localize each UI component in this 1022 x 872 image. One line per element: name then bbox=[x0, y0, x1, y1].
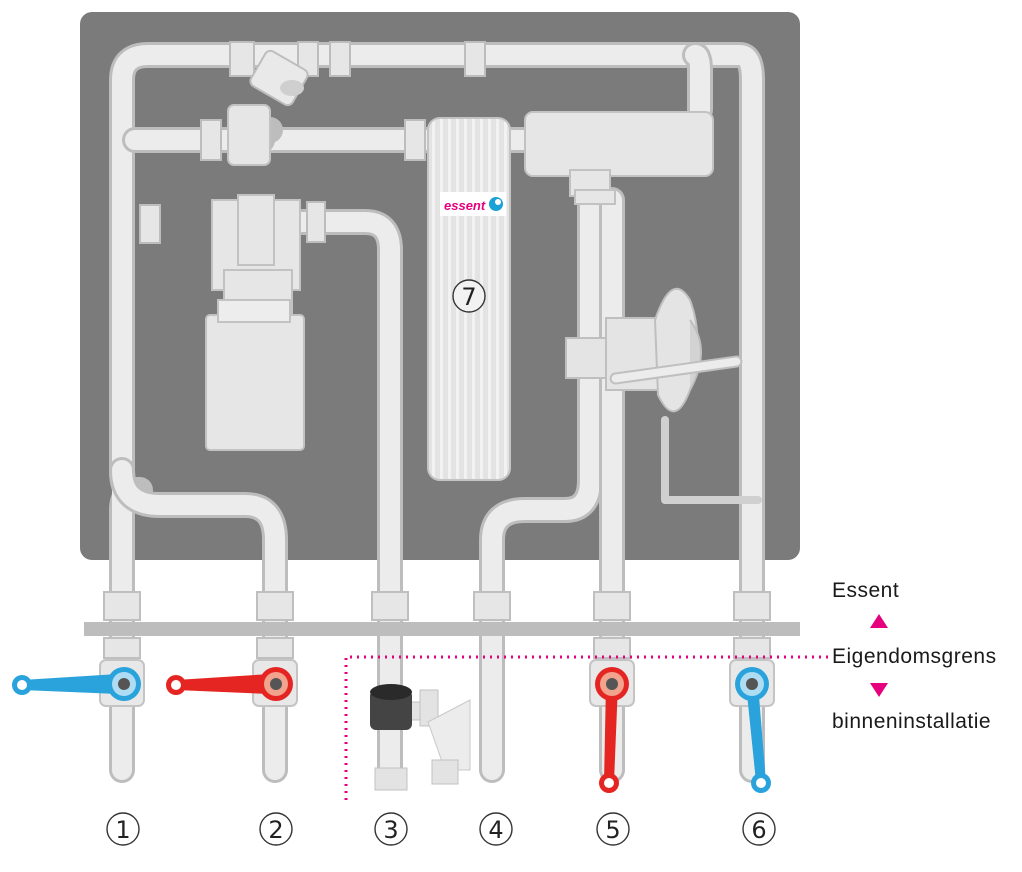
valve-1-handle bbox=[12, 667, 141, 701]
callout-5 bbox=[596, 812, 630, 846]
connection-callouts: 1 2 3 4 5 6 bbox=[106, 812, 776, 846]
callout-4 bbox=[479, 812, 513, 846]
label-ownership-boundary: Eigendomsgrens bbox=[832, 645, 997, 668]
arrow-down-icon bbox=[870, 683, 888, 697]
callout-2-text: 2 bbox=[268, 816, 283, 844]
callout-4-text: 4 bbox=[488, 816, 503, 844]
callout-6 bbox=[742, 812, 776, 846]
top-fittings bbox=[139, 41, 486, 244]
couplings bbox=[103, 591, 771, 659]
essent-logo-text: essent bbox=[444, 198, 486, 213]
callout-3 bbox=[374, 812, 408, 846]
arrow-up-icon bbox=[870, 614, 888, 628]
control-valve bbox=[524, 111, 714, 205]
callout-1 bbox=[106, 812, 140, 846]
strainer bbox=[249, 49, 309, 107]
valve-2-handle bbox=[166, 667, 293, 701]
mounting-rail bbox=[84, 622, 800, 636]
callout-6-text: 6 bbox=[751, 816, 766, 844]
callout-1-text: 1 bbox=[115, 816, 130, 844]
valve-5-handle bbox=[595, 667, 629, 793]
label-essent: Essent bbox=[832, 579, 900, 602]
callout-2 bbox=[259, 812, 293, 846]
callout-7-text: 7 bbox=[461, 283, 476, 311]
heat-exchanger: essent 7 bbox=[427, 117, 511, 481]
expansion-cap bbox=[370, 690, 412, 730]
valve-6-handle bbox=[735, 667, 771, 793]
pressure-regulator bbox=[565, 287, 743, 413]
pump bbox=[205, 104, 305, 451]
callout-7 bbox=[452, 279, 486, 313]
label-indoor-installation: binneninstallatie bbox=[832, 710, 992, 733]
callout-5-text: 5 bbox=[605, 816, 620, 844]
connection-3-fittings bbox=[370, 684, 471, 791]
callout-3-text: 3 bbox=[383, 816, 398, 844]
